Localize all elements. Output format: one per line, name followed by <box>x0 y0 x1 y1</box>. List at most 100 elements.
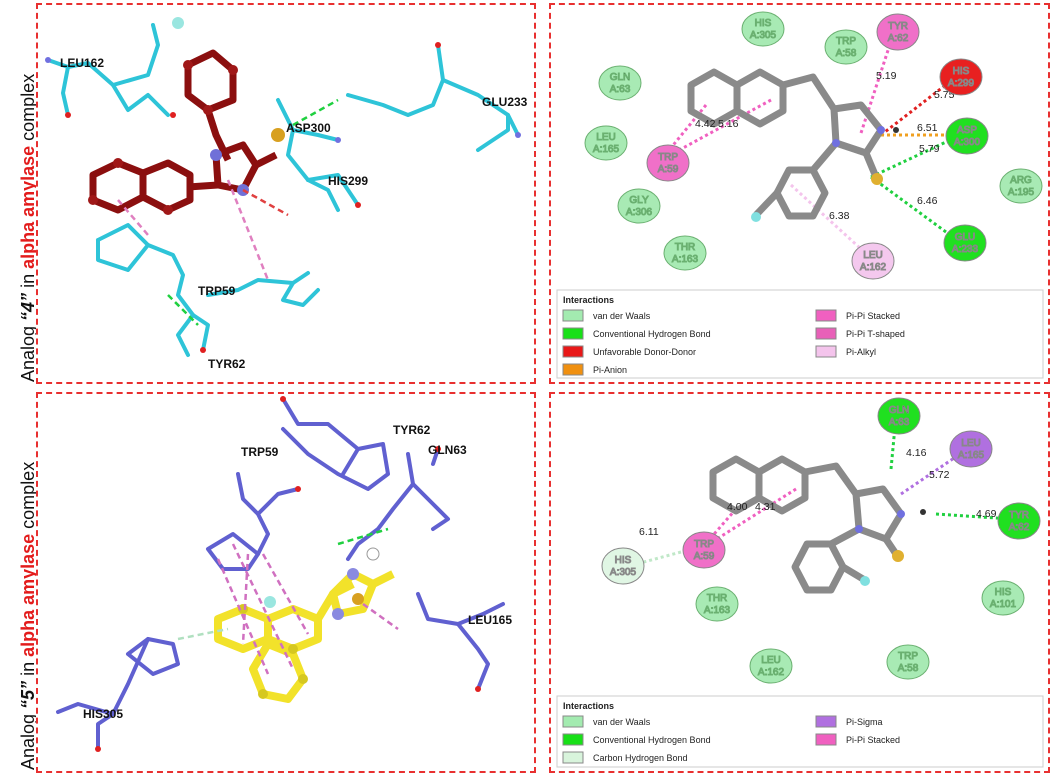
svg-text:GLU: GLU <box>955 232 976 243</box>
svg-text:TRP: TRP <box>898 651 918 662</box>
svg-text:A:63: A:63 <box>889 417 910 428</box>
distance-trp59-b: 5.16 <box>718 118 739 130</box>
svg-text:ASP: ASP <box>957 125 977 136</box>
svg-text:TRP: TRP <box>658 152 678 163</box>
svg-text:Pi-Pi T-shaped: Pi-Pi T-shaped <box>846 329 905 339</box>
distance-his305: 6.11 <box>639 526 659 538</box>
svg-text:Interactions: Interactions <box>563 295 614 305</box>
svg-text:A:162: A:162 <box>860 262 887 273</box>
svg-text:A:195: A:195 <box>1008 187 1035 198</box>
distance-leu165: 5.72 <box>929 469 950 481</box>
svg-text:A:233: A:233 <box>952 244 979 255</box>
residue-label-gln63: GLN63 <box>428 443 467 457</box>
distance-tyr62: 4.69 <box>976 508 997 520</box>
residue-label-trp59: TRP59 <box>241 445 279 459</box>
residue-label-tyr62: TYR62 <box>208 357 246 371</box>
svg-text:Interactions: Interactions <box>563 701 614 711</box>
docking-3d-view-4: LEU162 ASP300 GLU233 HIS299 TRP59 TYR62 <box>45 17 528 371</box>
svg-text:Unfavorable Donor-Donor: Unfavorable Donor-Donor <box>593 347 696 357</box>
svg-text:A:62: A:62 <box>888 33 909 44</box>
svg-text:A:62: A:62 <box>1009 522 1030 533</box>
svg-text:A:163: A:163 <box>672 254 699 265</box>
distance-tyr62: 5.19 <box>876 70 897 82</box>
svg-text:A:165: A:165 <box>593 144 620 155</box>
svg-text:TRP: TRP <box>836 36 856 47</box>
svg-text:LEU: LEU <box>761 655 780 666</box>
svg-text:A:59: A:59 <box>694 551 715 562</box>
svg-text:Pi-Sigma: Pi-Sigma <box>846 717 883 727</box>
svg-text:LEU: LEU <box>961 438 980 449</box>
docking-3d-view-5: TRP59 TYR62 GLN63 LEU165 HIS305 <box>56 396 512 752</box>
svg-text:LEU: LEU <box>863 250 882 261</box>
residue-label-leu165: LEU165 <box>468 613 512 627</box>
panel-3d-analog-4: LEU162 ASP300 GLU233 HIS299 TRP59 TYR62 <box>36 3 536 384</box>
row-label-analog-5: Analog “5” in alpha amylase complex <box>18 461 38 770</box>
svg-text:A:58: A:58 <box>836 48 857 59</box>
distance-gln63: 4.16 <box>906 447 927 459</box>
svg-text:van der Waals: van der Waals <box>593 717 651 727</box>
svg-text:A:305: A:305 <box>750 30 777 41</box>
svg-text:A:163: A:163 <box>704 605 731 616</box>
svg-text:A:162: A:162 <box>758 667 785 678</box>
svg-text:van der Waals: van der Waals <box>593 311 651 321</box>
svg-text:ARG: ARG <box>1010 175 1032 186</box>
svg-text:HIS: HIS <box>615 555 632 566</box>
svg-text:Conventional Hydrogen Bond: Conventional Hydrogen Bond <box>593 329 711 339</box>
svg-text:A:306: A:306 <box>626 207 653 218</box>
svg-text:Pi-Pi Stacked: Pi-Pi Stacked <box>846 735 900 745</box>
distance-asp300-a: 6.51 <box>917 122 938 134</box>
svg-text:HIS: HIS <box>995 587 1012 598</box>
distance-trp59-b: 4.31 <box>755 501 776 513</box>
svg-text:A:305: A:305 <box>610 567 637 578</box>
svg-text:LEU: LEU <box>596 132 615 143</box>
legend-5: Interactions van der Waals Conventional … <box>556 695 1044 768</box>
row-label-analog-4: Analog “4” in alpha amylase complex <box>18 73 38 382</box>
residue-label-glu233: GLU233 <box>482 95 528 109</box>
panel-3d-analog-5: TRP59 TYR62 GLN63 LEU165 HIS305 <box>36 392 536 773</box>
svg-text:THR: THR <box>675 242 696 253</box>
residue-label-leu162: LEU162 <box>60 56 104 70</box>
svg-text:TYR: TYR <box>888 21 908 32</box>
svg-text:HIS: HIS <box>953 66 970 77</box>
svg-text:A:299: A:299 <box>948 78 975 89</box>
svg-text:GLY: GLY <box>629 195 649 206</box>
svg-text:Pi-Pi Stacked: Pi-Pi Stacked <box>846 311 900 321</box>
svg-text:A:59: A:59 <box>658 164 679 175</box>
distance-leu162: 6.38 <box>829 210 850 222</box>
distance-asp300-b: 5.79 <box>919 143 940 155</box>
svg-text:GLN: GLN <box>610 72 631 83</box>
residue-label-his299: HIS299 <box>328 174 368 188</box>
panel-2d-analog-4: 5.19 5.75 6.51 5.79 6.46 6.38 4.42 5.16 … <box>549 3 1050 384</box>
svg-text:Carbon Hydrogen Bond: Carbon Hydrogen Bond <box>593 753 688 763</box>
svg-text:A:58: A:58 <box>898 663 919 674</box>
svg-text:Pi-Anion: Pi-Anion <box>593 365 627 375</box>
svg-text:TRP: TRP <box>694 539 714 550</box>
svg-text:THR: THR <box>707 593 728 604</box>
svg-text:HIS: HIS <box>755 18 772 29</box>
svg-text:Pi-Alkyl: Pi-Alkyl <box>846 347 876 357</box>
distance-glu233: 6.46 <box>917 195 938 207</box>
